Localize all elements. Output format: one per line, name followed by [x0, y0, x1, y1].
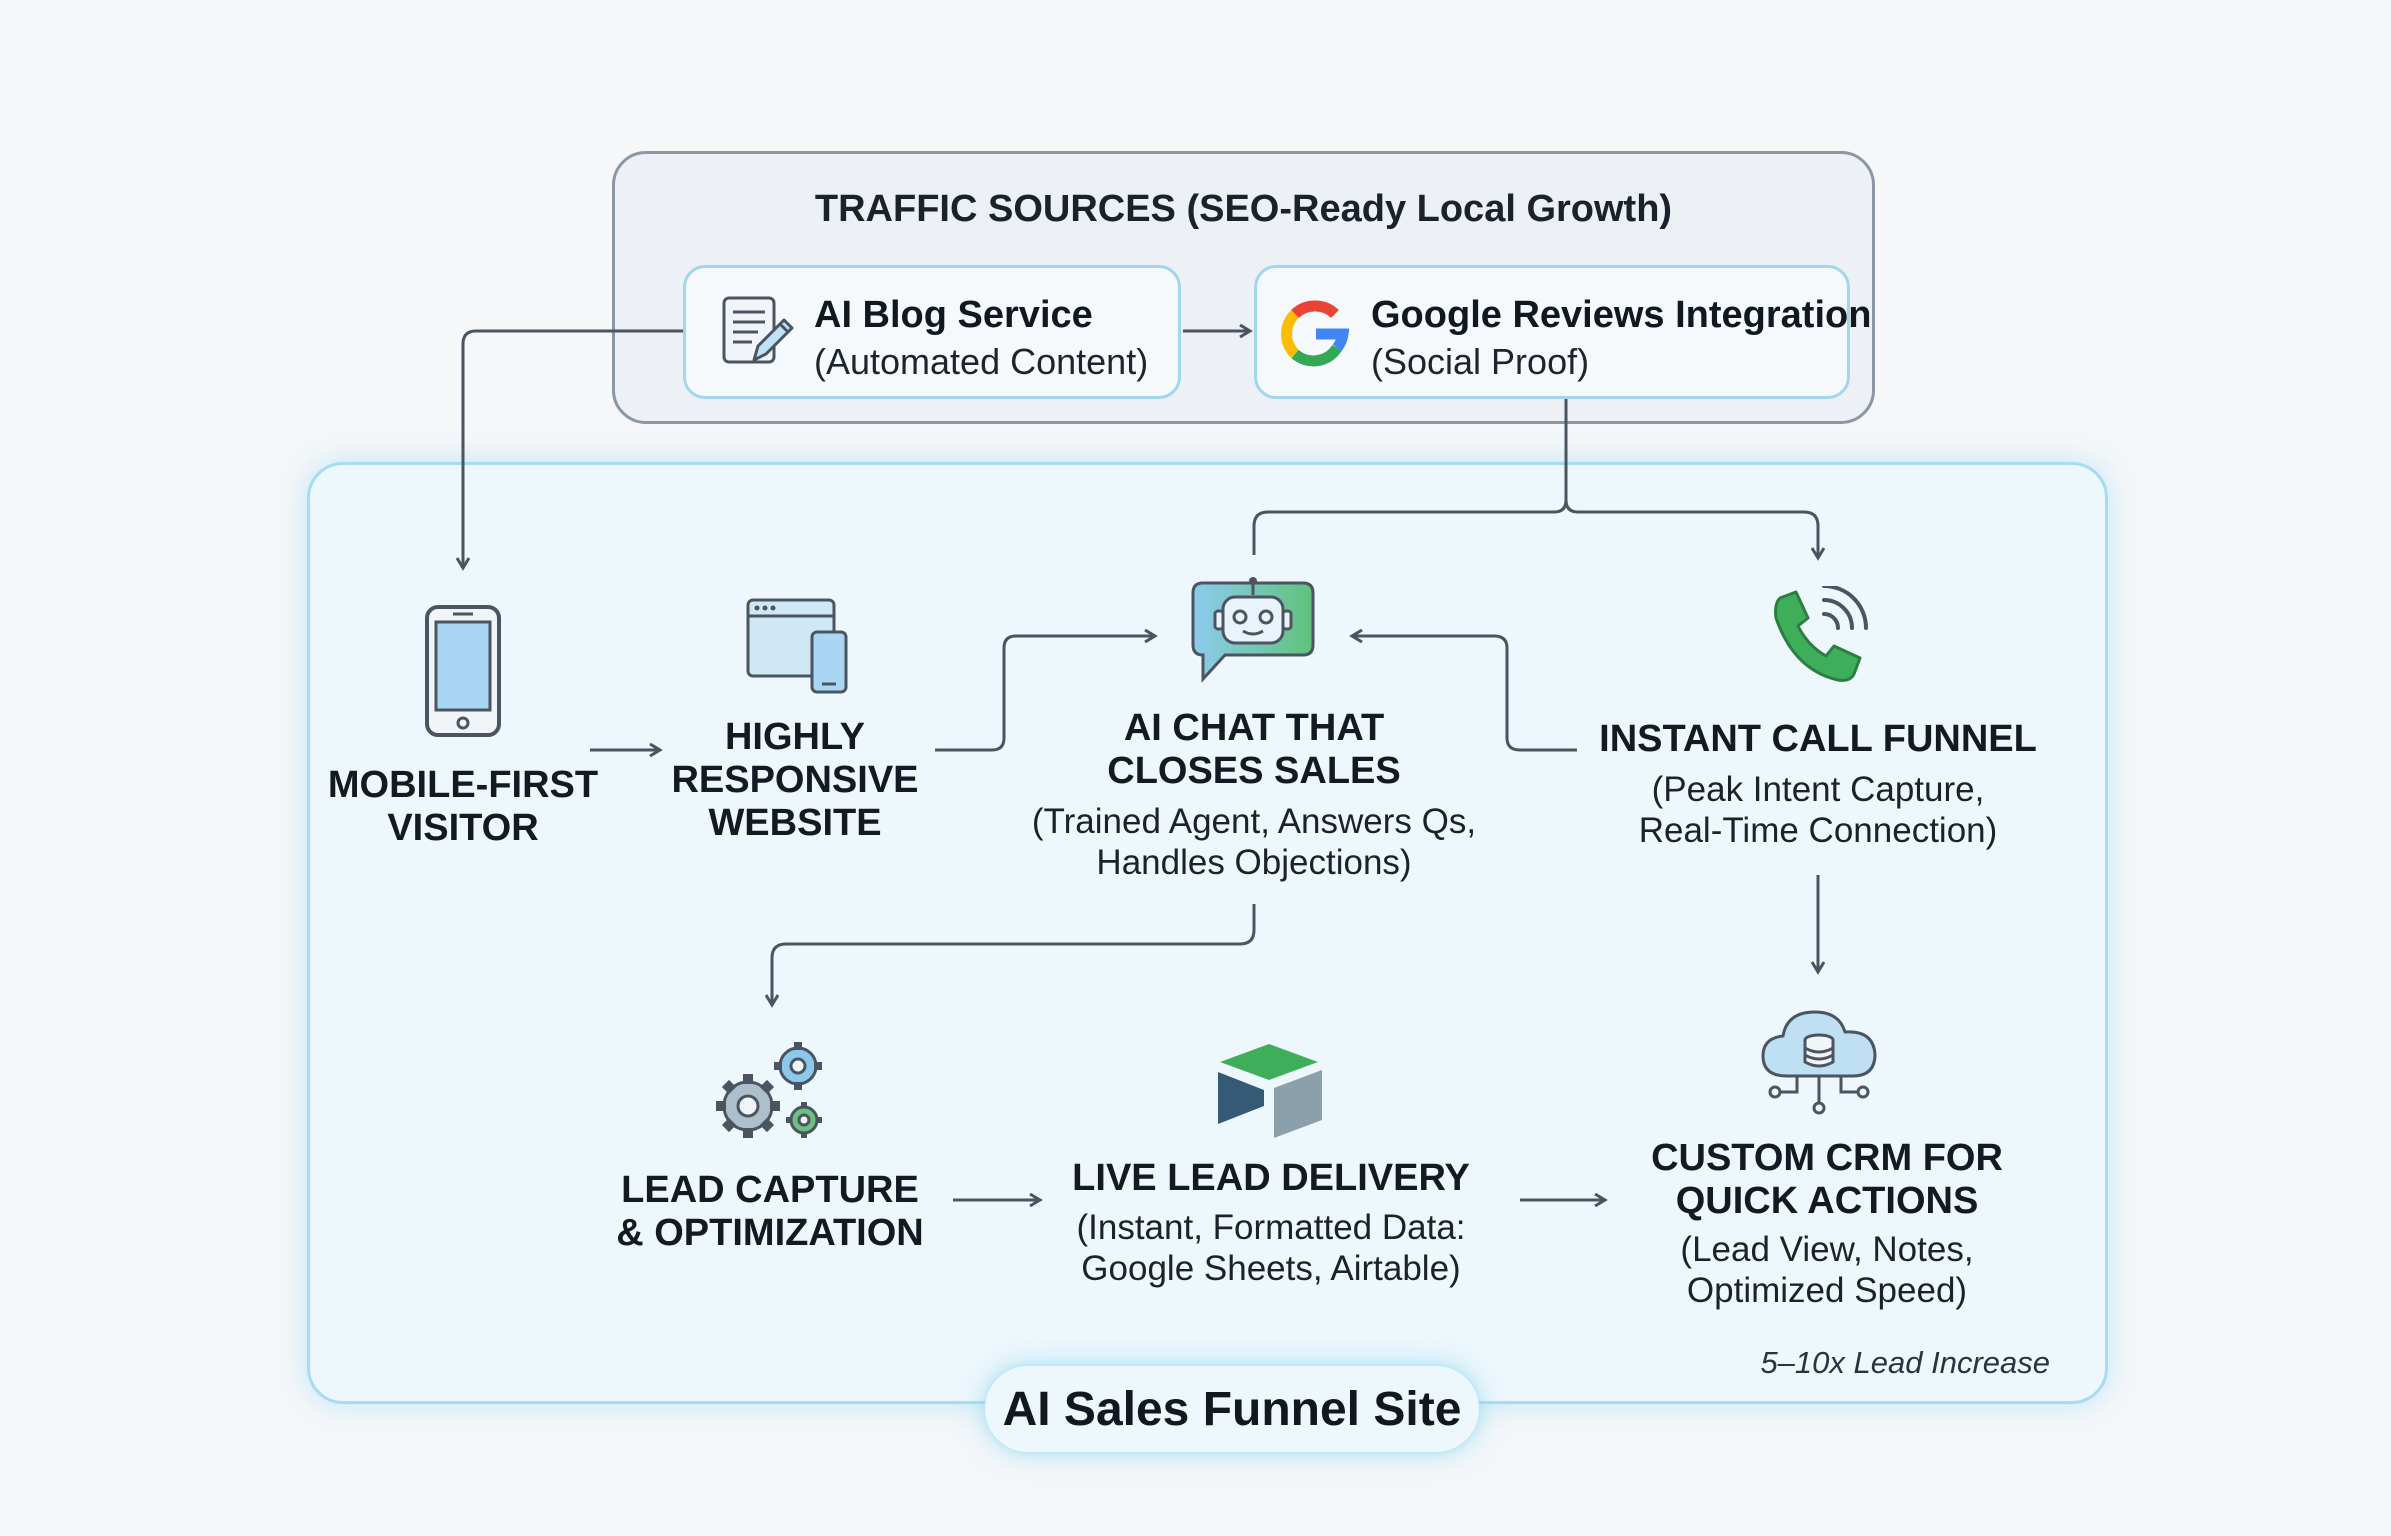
crm-title-line1: CUSTOM CRM FOR [1651, 1137, 2003, 1179]
gears-icon [712, 1036, 830, 1146]
ai-blog-service-title: AI Blog Service [814, 294, 1093, 336]
visitor-title-line1: MOBILE-FIRST [327, 764, 599, 806]
chat-title-line2: CLOSES SALES [1107, 750, 1401, 792]
website-title-line1: HIGHLY [724, 716, 866, 758]
google-reviews-title: Google Reviews Integration [1371, 294, 1872, 336]
lead-increase-note: 5–10x Lead Increase [1760, 1345, 2050, 1380]
capture-title-line2: & OPTIMIZATION [616, 1212, 924, 1254]
ai-blog-service-subtitle: (Automated Content) [814, 341, 1149, 382]
call-subtitle-line1: (Peak Intent Capture, [1651, 770, 1985, 809]
cloud-database-icon [1757, 1004, 1881, 1116]
crm-subtitle-line2: Optimized Speed) [1686, 1271, 1968, 1310]
arrow-google-to-call [1564, 499, 1818, 558]
visitor-title-line2: VISITOR [387, 807, 539, 849]
website-title-line2: RESPONSIVE [671, 759, 919, 801]
website-title-line3: WEBSITE [708, 802, 882, 844]
smartphone-icon [423, 603, 503, 739]
ai-blog-service-card[interactable]: AI Blog Service (Automated Content) [683, 265, 1181, 399]
arrow-call-to-chat [1352, 636, 1577, 752]
chat-subtitle-line1: (Trained Agent, Answers Qs, [1031, 802, 1477, 841]
document-pencil-icon [718, 294, 796, 372]
phone-call-icon [1766, 586, 1874, 686]
ai-sales-funnel-badge: AI Sales Funnel Site [985, 1366, 1479, 1452]
crm-title-line2: QUICK ACTIONS [1675, 1180, 1979, 1222]
arrow-blog-to-visitor [463, 329, 683, 568]
arrow-website-to-chat [935, 636, 1155, 752]
crm-subtitle-line1: (Lead View, Notes, [1680, 1230, 1974, 1269]
call-title: INSTANT CALL FUNNEL [1599, 718, 2037, 760]
arrow-chat-to-capture [772, 904, 1256, 1005]
delivery-title: LIVE LEAD DELIVERY [1072, 1157, 1470, 1199]
google-reviews-card[interactable]: Google Reviews Integration (Social Proof… [1254, 265, 1871, 399]
google-reviews-subtitle: (Social Proof) [1371, 341, 1590, 382]
traffic-sources-title: TRAFFIC SOURCES (SEO-Ready Local Growth) [814, 188, 1673, 230]
google-g-icon [1279, 298, 1351, 370]
line-google-branch [1252, 399, 1568, 555]
call-subtitle-line2: Real-Time Connection) [1638, 811, 1998, 850]
chatbot-icon [1189, 575, 1317, 687]
delivery-subtitle-line1: (Instant, Formatted Data: [1076, 1208, 1466, 1247]
capture-title-line1: LEAD CAPTURE [621, 1169, 919, 1211]
delivery-subtitle-line2: Google Sheets, Airtable) [1081, 1249, 1461, 1288]
chat-title-line1: AI CHAT THAT [1123, 707, 1385, 749]
airtable-icon [1212, 1040, 1326, 1140]
responsive-devices-icon [744, 596, 850, 696]
chat-subtitle-line2: Handles Objections) [1096, 843, 1412, 882]
